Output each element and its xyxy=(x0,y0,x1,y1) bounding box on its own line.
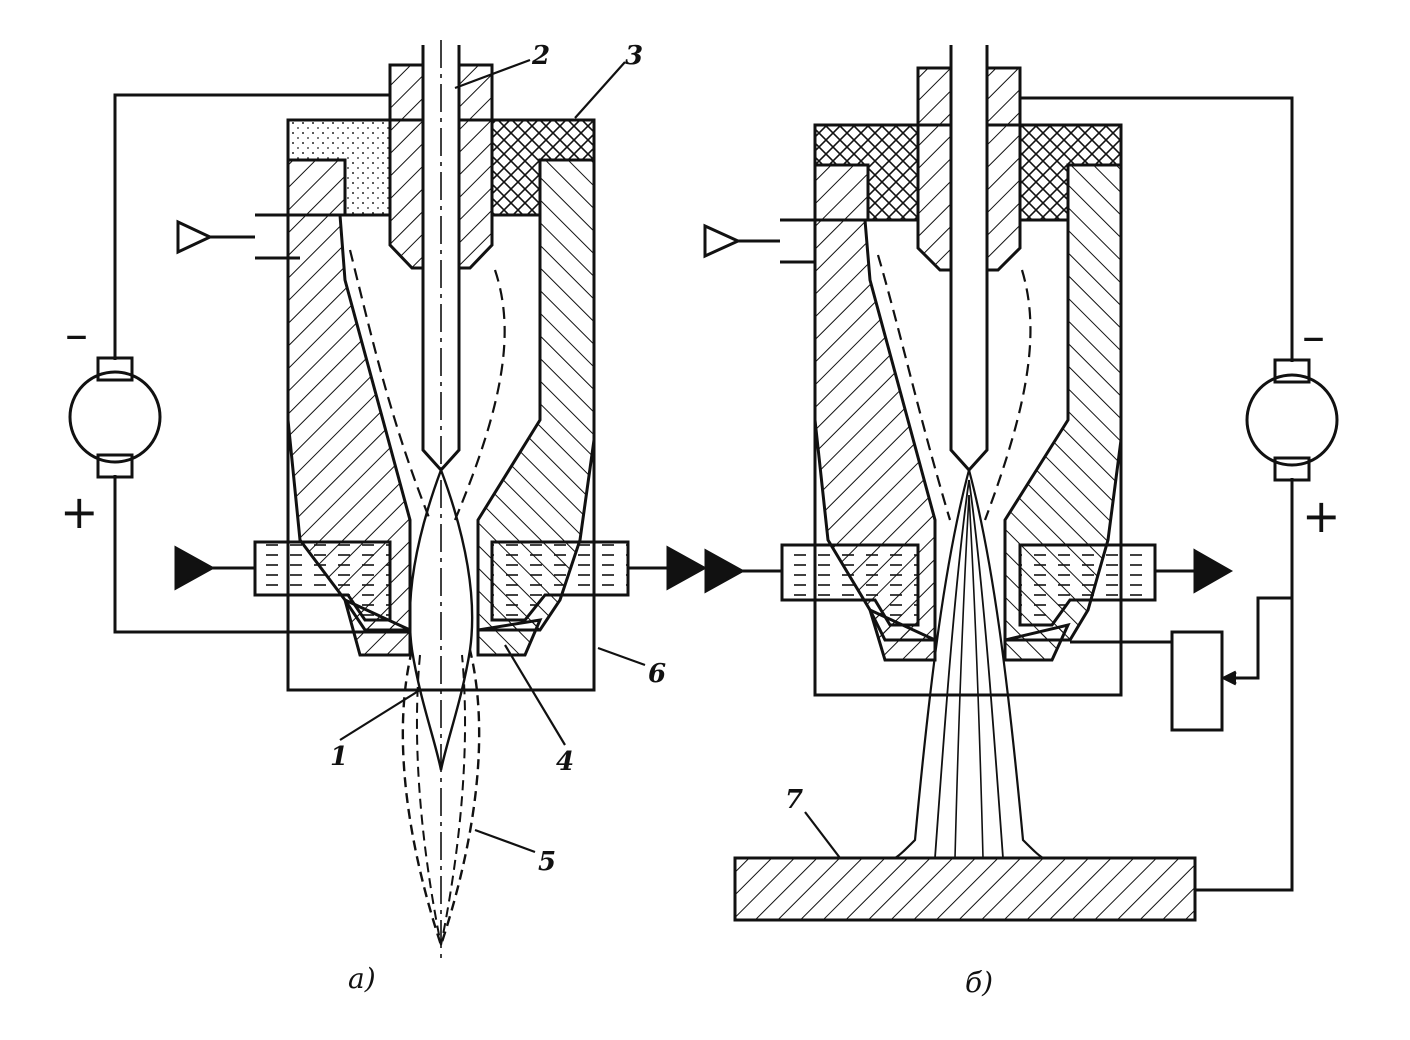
torch-b-coolant-left xyxy=(780,543,920,627)
circuit-b-brush-bottom xyxy=(1273,456,1311,482)
circuit-a-brush-top xyxy=(96,356,134,382)
arrows-a xyxy=(174,219,708,591)
gas-inlet-arrow-a xyxy=(176,219,214,255)
torch-a-right-wall xyxy=(476,158,596,632)
coolant-in-arrow-b xyxy=(704,548,746,594)
leader-2 xyxy=(454,58,531,90)
torch-b-right-wall xyxy=(1003,163,1123,642)
coolant-in-arrow-a xyxy=(174,545,216,591)
torch-a-flame-inner xyxy=(415,654,467,946)
circuit-b xyxy=(1020,96,1339,892)
workpiece xyxy=(733,856,1197,922)
torch-b-gas-flow-left xyxy=(876,254,952,521)
torch-b-arc-inner2 xyxy=(968,479,1004,859)
circuit-b-brush-top xyxy=(1273,358,1311,384)
callout-2: 2 xyxy=(531,41,550,71)
coolant-out-arrow-a xyxy=(666,545,708,591)
control-box xyxy=(1170,630,1224,732)
torch-b-electrode xyxy=(949,45,989,473)
torch-a-arc xyxy=(408,466,474,771)
circuit-a-generator xyxy=(68,370,162,464)
torch-a-nozzle-right xyxy=(476,618,543,657)
callout-7: 7 xyxy=(785,785,803,815)
circuit-a-wire-bottom xyxy=(113,475,410,634)
torch-b-left-wall xyxy=(813,163,937,642)
left-minus-sign: – xyxy=(65,307,88,361)
torch-b-arc-inner4 xyxy=(968,494,984,859)
torch-b-arc-inner1 xyxy=(934,479,970,859)
right-minus-sign: – xyxy=(1302,309,1325,363)
circuit-b-feedback-arrow xyxy=(1220,670,1237,686)
leader-7 xyxy=(804,811,841,859)
callout-6: 6 xyxy=(648,659,666,689)
torch-b-gas-inlet xyxy=(780,218,865,264)
coolant-out-arrow-b xyxy=(1193,548,1234,594)
circuit-a-brush-bottom xyxy=(96,453,134,479)
leader-6 xyxy=(597,646,646,667)
circuit-b-wire-top xyxy=(1020,96,1294,362)
left-plus-sign: + xyxy=(60,485,99,539)
torch-b-arc xyxy=(894,469,1044,859)
circuit-a-wire-top xyxy=(113,93,390,360)
torch-b-coolant-right xyxy=(1018,543,1157,627)
callout-4: 4 xyxy=(556,747,574,777)
torch-a-left-wall xyxy=(286,158,412,632)
torch-a-coolant-right xyxy=(490,540,630,622)
torch-a-gas-inlet xyxy=(255,213,340,260)
leader-5 xyxy=(474,828,536,854)
torch-b-arc-inner3 xyxy=(954,494,970,859)
arrows-b xyxy=(703,223,1234,594)
gas-inlet-arrow-b xyxy=(703,223,742,259)
circuit-b-generator xyxy=(1245,373,1339,467)
circuit-b-wire-bottom xyxy=(1195,478,1294,892)
caption-a: a) xyxy=(348,962,376,995)
torch-b-nozzle-right xyxy=(1003,622,1071,662)
leader-3 xyxy=(574,61,626,119)
callout-5: 5 xyxy=(538,847,556,877)
torch-a-gas-flow-right xyxy=(453,269,506,521)
callout-3: 3 xyxy=(625,41,643,71)
circuit-b-wire-feedback xyxy=(1230,596,1292,680)
caption-b: б) xyxy=(965,966,993,999)
leader-1 xyxy=(339,689,421,741)
circuit-a xyxy=(68,93,410,634)
callout-1: 1 xyxy=(330,742,348,772)
leader-4 xyxy=(504,644,566,746)
torch-a xyxy=(253,40,630,960)
torch-b-gas-flow-right xyxy=(983,269,1032,521)
right-plus-sign: + xyxy=(1302,489,1341,543)
torch-b xyxy=(733,45,1224,922)
torch-a-coolant-left xyxy=(253,540,392,622)
